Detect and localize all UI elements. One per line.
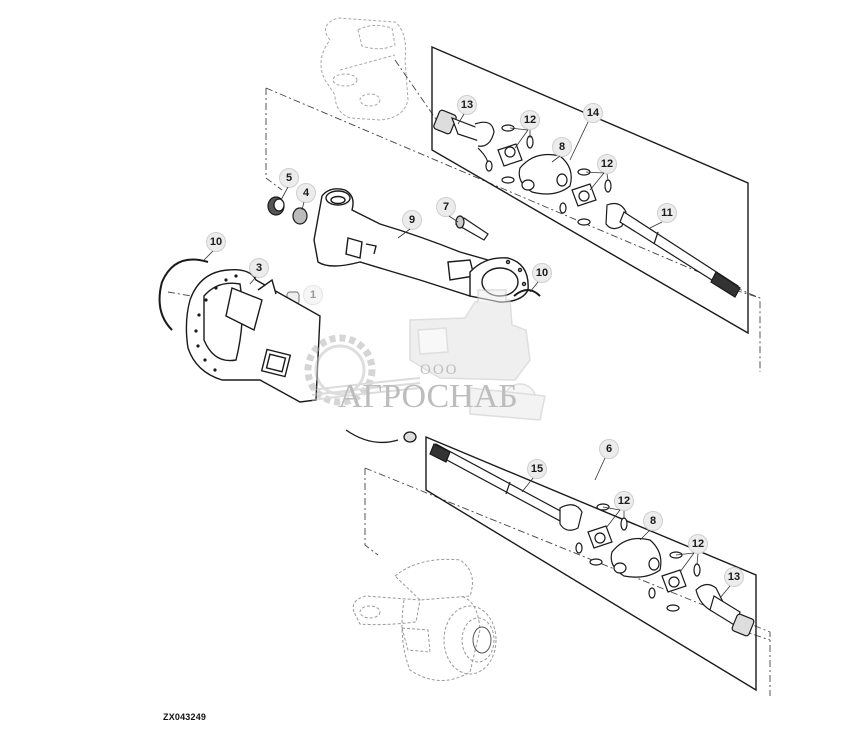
callout-8-upper: 8 xyxy=(552,137,572,157)
upper-shaft-assembly-box xyxy=(431,45,749,335)
callout-14: 14 xyxy=(583,103,603,123)
callout-6: 6 xyxy=(599,439,619,459)
callout-13-upper: 13 xyxy=(457,95,477,115)
lower-shaft-parts xyxy=(429,443,755,637)
combine-harvester-icon xyxy=(409,289,546,421)
axle-housing-right xyxy=(313,188,529,303)
o-ring-right xyxy=(513,289,541,297)
gear-icon xyxy=(304,334,376,406)
o-ring-left xyxy=(158,258,209,331)
callout-10-left: 10 xyxy=(206,232,226,252)
callout-15: 15 xyxy=(527,459,547,479)
callout-7: 7 xyxy=(436,197,456,217)
callout-12-upper-b: 12 xyxy=(597,154,617,174)
axle-housing-left xyxy=(185,269,321,403)
lower-steering-knuckle-ghost xyxy=(352,558,497,681)
callout-3: 3 xyxy=(249,258,269,278)
callout-12-lower-b: 12 xyxy=(688,534,708,554)
callout-12-upper-a: 12 xyxy=(520,110,540,130)
watermark-logo xyxy=(304,289,546,421)
upper-shaft-parts xyxy=(433,109,741,298)
callout-9: 9 xyxy=(402,210,422,230)
callout-5: 5 xyxy=(279,168,299,188)
housing-lower-fragments xyxy=(345,429,417,444)
callout-12-lower-a: 12 xyxy=(614,491,634,511)
callout-13-lower: 13 xyxy=(724,567,744,587)
watermark-company-name: АГРОСНАБ xyxy=(338,378,518,415)
callout-11: 11 xyxy=(657,203,677,223)
upper-steering-knuckle-ghost xyxy=(320,17,409,121)
figure-id-label: ZX043249 xyxy=(163,712,207,722)
callout-10-right: 10 xyxy=(532,263,552,283)
callout-1: 1 xyxy=(303,285,323,305)
callout-4: 4 xyxy=(296,183,316,203)
watermark-prefix: ООО xyxy=(420,362,459,378)
small-parts xyxy=(267,196,489,318)
callout-8-lower: 8 xyxy=(643,511,663,531)
